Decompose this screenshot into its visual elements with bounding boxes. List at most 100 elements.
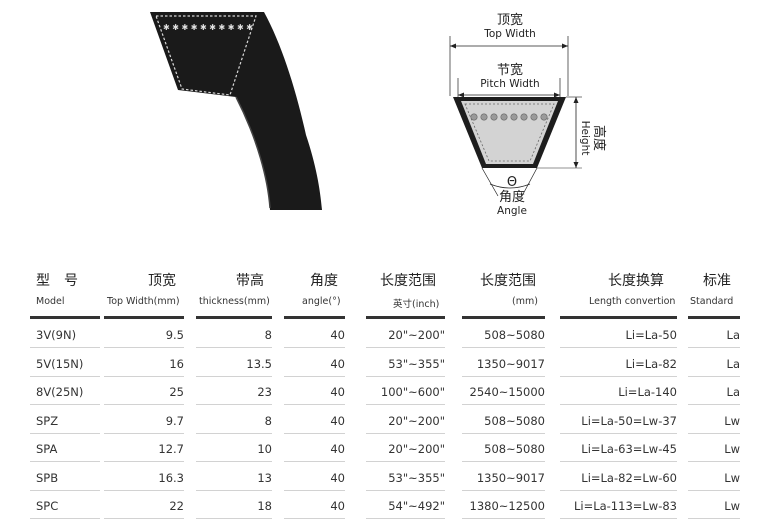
table-cell: Li=La-113=Lw-83 (573, 499, 677, 513)
table-cell: 20"~200" (388, 442, 445, 456)
row-separator (366, 518, 445, 519)
table-cell: Li=La-50=Lw-37 (581, 413, 677, 428)
pitch-width-cn: 节宽 (496, 63, 523, 78)
row-separator (196, 404, 272, 405)
row-separator (196, 489, 272, 491)
row-separator (196, 432, 272, 434)
row-separator (30, 432, 100, 434)
row-separator (284, 489, 345, 491)
column-header-rule (366, 316, 445, 319)
belt-illustration: ✱ ✱ ✱ ✱ ✱ ✱ ✱ ✱ ✱ ✱ (150, 12, 582, 210)
column-header-cn: 型 号 (36, 273, 78, 289)
angle-en: Angle (497, 205, 527, 217)
curved-belt-image: ✱ ✱ ✱ ✱ ✱ ✱ ✱ ✱ ✱ ✱ (150, 12, 322, 210)
table-cell: 13.5 (246, 356, 272, 371)
table-cell: 16.3 (158, 470, 184, 485)
table-cell: 40 (330, 470, 345, 485)
top-width-label: 顶宽 Top Width (470, 13, 550, 41)
top-width-cn: 顶宽 (496, 13, 523, 28)
row-separator (688, 432, 740, 434)
row-separator (30, 404, 100, 405)
column-header-cn: 带高 (236, 273, 264, 289)
table-cell: 508~5080 (484, 413, 545, 428)
row-separator (196, 461, 272, 462)
row-separator (104, 404, 184, 405)
row-separator (284, 375, 345, 377)
table-cell: 20"~200" (388, 413, 445, 428)
row-separator (366, 461, 445, 462)
column-header-cn: 角度 (310, 273, 338, 289)
table-cell: 53"~355" (388, 356, 445, 371)
row-separator (560, 375, 677, 377)
row-separator (366, 347, 445, 348)
pitch-width-en: Pitch Width (480, 78, 540, 90)
row-separator (30, 375, 100, 377)
table-cell: La (726, 356, 740, 371)
table-cell: Li=La-63=Lw-45 (581, 442, 677, 456)
row-separator (688, 404, 740, 405)
table-cell: 22 (169, 499, 184, 513)
row-separator (462, 375, 545, 377)
table-cell: Lw (724, 470, 740, 485)
column-header-rule (284, 316, 345, 319)
table-cell: 53"~355" (388, 470, 445, 485)
table-cell: La (726, 328, 740, 342)
row-separator (284, 518, 345, 519)
table-cell: 20"~200" (388, 328, 445, 342)
row-separator (30, 461, 100, 462)
table-cell: 8V(25N) (36, 385, 84, 399)
table-cell: SPZ (36, 413, 59, 428)
row-separator (462, 461, 545, 462)
row-separator (688, 375, 740, 377)
column-header-cn: 标准 (703, 273, 731, 289)
table-cell: 9.7 (165, 413, 184, 428)
row-separator (688, 518, 740, 519)
row-separator (560, 518, 677, 519)
column-header-en: Model (36, 296, 65, 307)
row-separator (560, 347, 677, 348)
table-cell: 18 (257, 499, 272, 513)
column-header-en: thickness(mm) (199, 296, 270, 307)
table-cell: 508~5080 (484, 328, 545, 342)
column-header-rule (688, 316, 740, 319)
pitch-width-label: 节宽 Pitch Width (470, 63, 550, 91)
column-header-rule (196, 316, 272, 319)
row-separator (196, 375, 272, 377)
height-cn: 高度 (591, 124, 606, 151)
column-header-en: Length convertion (589, 296, 676, 307)
table-cell: 100"~600" (380, 385, 445, 399)
table-cell: 1380~12500 (469, 499, 546, 513)
row-separator (104, 518, 184, 519)
height-en: Height (579, 120, 591, 156)
table-cell: La (726, 385, 740, 399)
column-header-en: Top Width(mm) (107, 296, 180, 307)
row-separator (30, 489, 100, 491)
angle-symbol: Θ (506, 175, 518, 190)
table-cell: Li=La-82=Lw-60 (581, 470, 677, 485)
table-cell: SPC (36, 499, 59, 513)
row-separator (560, 432, 677, 434)
table-cell: 23 (257, 385, 272, 399)
top-width-en: Top Width (484, 28, 536, 40)
table-cell: 3V(9N) (36, 328, 77, 342)
row-separator (104, 489, 184, 491)
table-cell: 12.7 (158, 442, 184, 456)
row-separator (104, 375, 184, 377)
row-separator (284, 461, 345, 462)
table-cell: 40 (330, 499, 345, 513)
table-cell: 40 (330, 328, 345, 342)
row-separator (462, 347, 545, 348)
column-header-cn: 顶宽 (148, 273, 176, 289)
row-separator (560, 404, 677, 405)
column-header-en: angle(°) (302, 296, 341, 307)
column-header-rule (560, 316, 677, 319)
column-header-cn: 长度范围 (480, 273, 536, 289)
table-cell: Lw (724, 499, 740, 513)
table-cell: 508~5080 (484, 442, 545, 456)
column-header-en: (mm) (512, 296, 538, 307)
table-cell: 2540~15000 (469, 385, 546, 399)
belt-cross-section (449, 36, 582, 197)
row-separator (196, 518, 272, 519)
row-separator (104, 347, 184, 348)
table-cell: 5V(15N) (36, 356, 84, 371)
